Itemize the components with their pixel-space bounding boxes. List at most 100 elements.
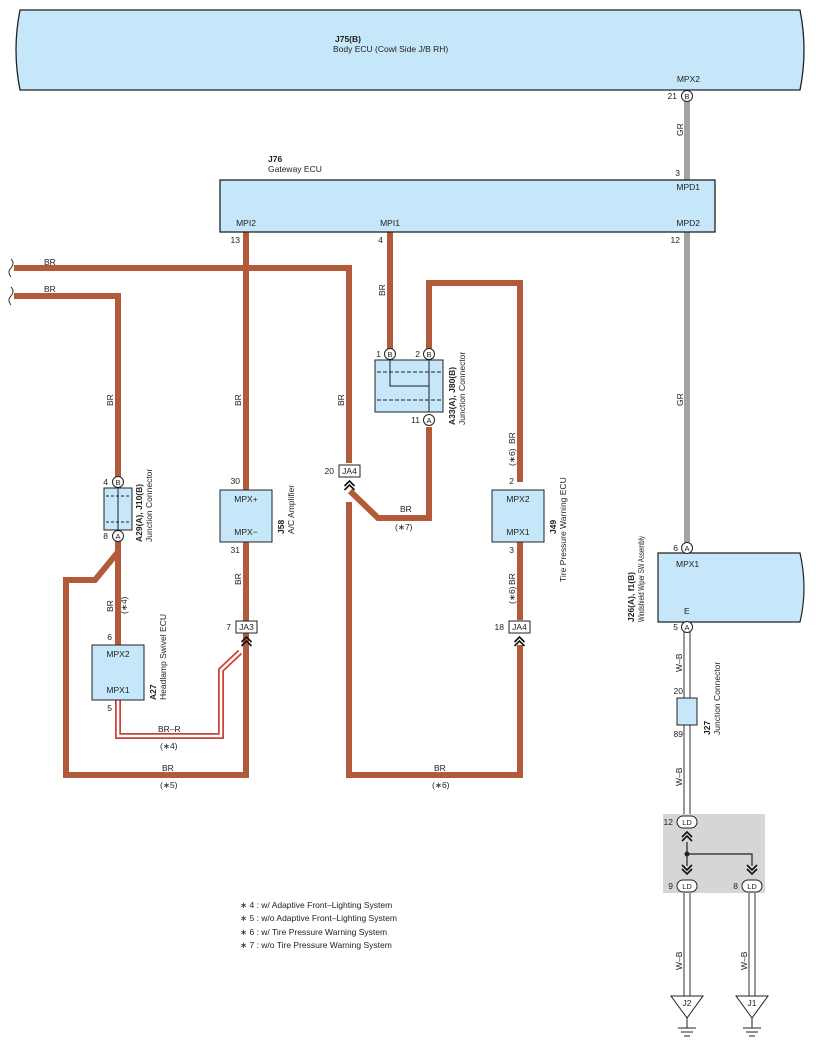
gateway-ecu-code: J76 bbox=[268, 154, 282, 164]
gateway-pin-12: 12 bbox=[671, 235, 681, 245]
wiper-name: Windshield Wiper SW Assembly bbox=[636, 535, 646, 622]
ja3-pin: 7 bbox=[226, 622, 231, 632]
a29-pin-4: 4 bbox=[103, 477, 108, 487]
wl-br-tpw2: BR bbox=[507, 573, 517, 585]
wl-br-top1: BR bbox=[44, 257, 56, 267]
body-ecu-code: J75(B) bbox=[335, 34, 361, 44]
wl-n5: (∗5) bbox=[160, 780, 178, 790]
wiper-pin-letter-6: A bbox=[684, 544, 689, 553]
wl-br-n7: BR bbox=[400, 504, 412, 514]
headlamp-terminal-mpx2: MPX2 bbox=[106, 649, 129, 659]
wl-br-tpw: BR bbox=[507, 432, 517, 444]
a29-name: Junction Connector bbox=[144, 469, 154, 542]
a29-pin-8: 8 bbox=[103, 531, 108, 541]
j27-code: J27 bbox=[702, 721, 712, 735]
ground-j1-label: J1 bbox=[748, 998, 757, 1008]
wire-br-n6 bbox=[346, 502, 523, 778]
ac-name: A/C Amplifier bbox=[286, 485, 296, 534]
wl-wb-3: W–B bbox=[674, 951, 684, 970]
ac-pin-31: 31 bbox=[231, 545, 241, 555]
wire-wb-wiper-to-j27 bbox=[683, 630, 691, 814]
ja3-label: JA3 bbox=[239, 622, 254, 632]
ac-terminal-mpx-plus: MPX+ bbox=[234, 494, 257, 504]
gateway-pin-3: 3 bbox=[675, 168, 680, 178]
gateway-terminal-mpi2: MPI2 bbox=[236, 218, 256, 228]
tpw-pin-3: 3 bbox=[509, 545, 514, 555]
wl-br-ac: BR bbox=[233, 573, 243, 585]
gateway-pin-13: 13 bbox=[231, 235, 241, 245]
wl-br-n6: BR bbox=[434, 763, 446, 773]
wl-wb-4: W–B bbox=[739, 951, 749, 970]
ld-label-12: LD bbox=[682, 818, 692, 827]
junction-connector-j27: 20 89 J27 Junction Connector bbox=[674, 662, 722, 739]
a33-pin-1: 1 bbox=[376, 349, 381, 359]
ld-pin-8: 8 bbox=[733, 881, 738, 891]
headlamp-pin-6: 6 bbox=[107, 632, 112, 642]
wiper-pin-letter-5: A bbox=[684, 623, 689, 632]
ja4-top-label: JA4 bbox=[342, 466, 357, 476]
j27-pin-20: 20 bbox=[674, 686, 684, 696]
wl-n6-tpw: (∗6) bbox=[507, 448, 517, 466]
connector-ja4-right: JA4 18 bbox=[495, 620, 531, 647]
body-ecu: J75(B) Body ECU (Cowl Side J/B RH) MPX2 … bbox=[15, 9, 805, 102]
body-ecu-pin-21: 21 bbox=[668, 91, 678, 101]
a33-pin-11: 11 bbox=[411, 415, 420, 425]
wire-br-lower bbox=[14, 293, 121, 477]
a33-pin-letter-1: B bbox=[387, 350, 392, 359]
wl-n4-headlamp: (∗4) bbox=[119, 596, 129, 614]
ground-j2-label: J2 bbox=[683, 998, 692, 1008]
tpw-pin-2: 2 bbox=[509, 476, 514, 486]
legend-item-4: ∗ 4 : w/ Adaptive Front–Lighting System bbox=[240, 900, 393, 910]
legend-item-5: ∗ 5 : w/o Adaptive Front–Lighting System bbox=[240, 913, 397, 924]
ja4-right-pin: 18 bbox=[495, 622, 505, 632]
a33-pin-letter-2: B bbox=[426, 350, 431, 359]
tpw-code: J49 bbox=[548, 520, 558, 534]
wiper-switch-assembly: MPX1 E A A 6 5 J26(A), f1(B) Windshield … bbox=[626, 535, 805, 633]
legend-item-7: ∗ 7 : w/o Tire Pressure Warning System bbox=[240, 939, 392, 950]
a29-pin-letter-8: A bbox=[115, 532, 120, 541]
tpw-name: Tire Pressure Warning ECU bbox=[558, 477, 568, 582]
connector-ja3: JA3 7 bbox=[226, 620, 258, 647]
wl-gr-1: GR bbox=[675, 123, 685, 136]
body-ecu-name: Body ECU (Cowl Side J/B RH) bbox=[333, 44, 448, 54]
ld-splice-block: LD 12 LD LD 9 8 bbox=[663, 814, 765, 893]
headlamp-name: Headlamp Swivel ECU bbox=[158, 614, 168, 700]
wl-br-ja4: BR bbox=[336, 394, 346, 406]
wire-br-r-n4 bbox=[115, 649, 243, 739]
wiper-terminal-mpx1: MPX1 bbox=[676, 559, 699, 569]
a33-code: A33(A), J80(B) bbox=[447, 367, 457, 425]
tpw-terminal-mpx2: MPX2 bbox=[506, 494, 529, 504]
connector-ja4-top: JA4 20 bbox=[325, 464, 361, 491]
wire-br-jc-loop bbox=[426, 280, 523, 482]
body-ecu-pin-b bbox=[681, 90, 693, 102]
gateway-ecu: J76 Gateway ECU MPD1 MPD2 MPI1 MPI2 3 12… bbox=[219, 154, 716, 245]
wire-br-n7 bbox=[347, 427, 432, 521]
legend: ∗ 4 : w/ Adaptive Front–Lighting System … bbox=[240, 899, 397, 952]
wl-br-top2: BR bbox=[44, 284, 56, 294]
wl-n4-brr: (∗4) bbox=[160, 741, 178, 751]
ja4-right-label: JA4 bbox=[512, 622, 527, 632]
wire-br-upper bbox=[14, 265, 352, 463]
wl-n7: (∗7) bbox=[395, 522, 413, 532]
gateway-terminal-mpd1: MPD1 bbox=[676, 182, 700, 192]
a33-name: Junction Connector bbox=[457, 352, 467, 425]
wl-br-r: BR–R bbox=[158, 724, 181, 734]
wl-br-a29: BR bbox=[105, 394, 115, 406]
wiper-terminal-e: E bbox=[684, 606, 690, 616]
gateway-terminal-mpi1: MPI1 bbox=[380, 218, 400, 228]
j27-name: Junction Connector bbox=[712, 662, 722, 735]
wl-br-headlamp: BR bbox=[105, 600, 115, 612]
wl-wb-2: W–B bbox=[674, 767, 684, 786]
wire-wb-to-j2 bbox=[683, 893, 691, 996]
wire-labels: GR GR BR BR BR BR BR BR BR (∗6) BR (∗7) … bbox=[44, 123, 749, 970]
ground-j2: J2 bbox=[670, 995, 704, 1037]
ld-pin-9: 9 bbox=[668, 881, 673, 891]
tpw-terminal-mpx1: MPX1 bbox=[506, 527, 529, 537]
gateway-terminal-mpd2: MPD2 bbox=[676, 218, 700, 228]
tire-pressure-warning-ecu: MPX2 MPX1 2 3 J49 Tire Pressure Warning … bbox=[491, 476, 568, 582]
wl-br-n5: BR bbox=[162, 763, 174, 773]
ld-label-9: LD bbox=[682, 882, 692, 891]
wl-br-mpi1: BR bbox=[377, 284, 387, 296]
a29-pin-letter-4: B bbox=[115, 478, 120, 487]
junction-connector-a33: B B A 1 2 11 A33(A), J80(B) Junction Con… bbox=[374, 348, 467, 426]
